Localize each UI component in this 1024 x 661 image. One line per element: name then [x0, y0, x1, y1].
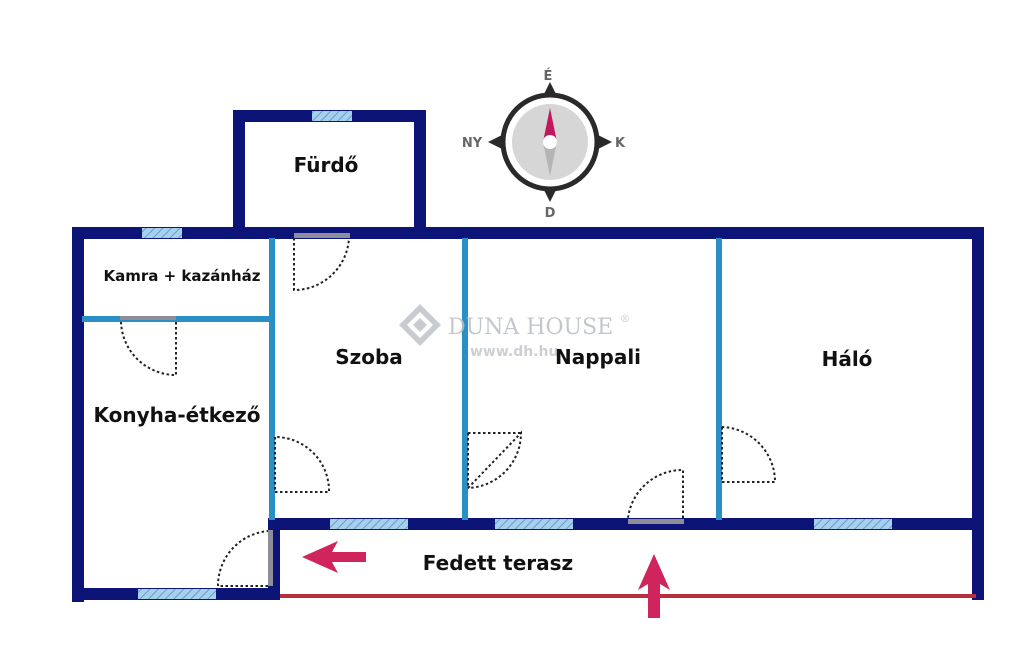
- watermark-url: www.dh.hu: [470, 344, 558, 360]
- wall-kamra-konyha: [82, 316, 274, 322]
- room-konyha: Konyha-étkező: [93, 403, 260, 427]
- door-thresholds: [120, 233, 684, 586]
- room-halo: Háló: [822, 347, 873, 371]
- room-labels: Fürdő Kamra + kazánház Konyha-étkező Szo…: [93, 153, 872, 575]
- window-kitchen: [138, 589, 216, 599]
- arrow-left: [302, 541, 366, 573]
- window-halo: [814, 519, 892, 529]
- window-szoba: [330, 519, 408, 529]
- brand-logo-icon: [399, 304, 441, 346]
- wall-nappali-halo: [716, 238, 722, 520]
- room-kamra: Kamra + kazánház: [103, 267, 260, 285]
- watermark-registered: ®: [620, 314, 630, 325]
- watermark: DUNA HOUSE ® www.dh.hu: [399, 304, 630, 360]
- room-furdo: Fürdő: [294, 153, 359, 177]
- room-terasz: Fedett terasz: [423, 551, 573, 575]
- compass-letter-north: É: [544, 68, 553, 84]
- entrance-arrow-icon: [302, 541, 670, 618]
- compass-letter-south: D: [545, 206, 556, 221]
- threshold-bath: [294, 233, 350, 238]
- door-nappali-bottom: [627, 468, 684, 519]
- wall-left: [72, 227, 84, 602]
- door-nappali-left: [467, 430, 523, 491]
- compass-icon: É D NY K: [462, 68, 626, 221]
- watermark-brand: DUNA HOUSE: [448, 315, 613, 340]
- wall-kitchen-szoba: [269, 238, 275, 520]
- window-bath: [312, 111, 352, 121]
- door-swings: [120, 237, 777, 587]
- wall-bath-left: [233, 110, 245, 234]
- compass-needle-north: [543, 108, 557, 142]
- window-kamra: [142, 228, 182, 238]
- threshold-kamra: [120, 316, 176, 320]
- compass-letter-west: NY: [462, 136, 483, 151]
- wall-szoba-nappali: [462, 238, 468, 520]
- room-szoba: Szoba: [335, 345, 403, 369]
- compass-letter-east: K: [615, 136, 626, 151]
- windows: [138, 111, 892, 599]
- wall-main-top: [72, 227, 984, 239]
- window-nappali: [495, 519, 573, 529]
- arrow-up: [638, 554, 670, 618]
- room-nappali: Nappali: [555, 345, 641, 369]
- compass-center: [543, 135, 557, 149]
- door-kitchen-outside: [216, 530, 269, 587]
- door-halo: [721, 426, 777, 483]
- threshold-nappali: [628, 519, 684, 524]
- wall-bath-right: [414, 110, 426, 234]
- inner-walls: [82, 238, 722, 520]
- wall-terrace-top: [268, 518, 984, 530]
- compass-needle-south: [543, 142, 557, 176]
- door-szoba: [274, 436, 331, 493]
- wall-right: [972, 227, 984, 600]
- threshold-kitchen: [268, 530, 273, 586]
- door-bath: [293, 237, 350, 292]
- door-kamra: [120, 321, 177, 377]
